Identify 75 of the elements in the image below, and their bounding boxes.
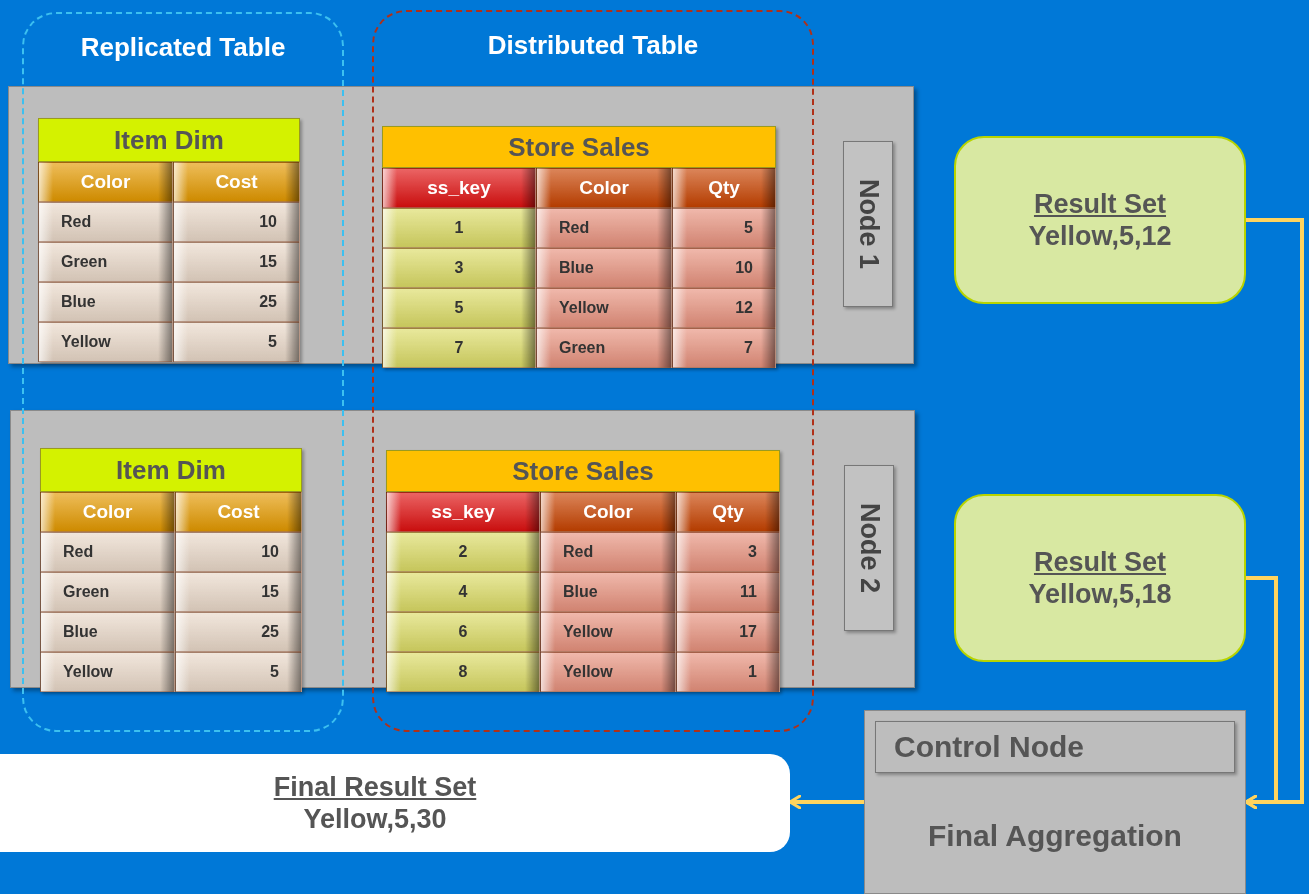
- result-heading: Final Result Set: [273, 770, 477, 803]
- region-title: Distributed Table: [486, 30, 700, 61]
- result-value: Yellow,5,18: [1028, 578, 1172, 611]
- table-title: Item Dim: [38, 118, 300, 162]
- table-cell: 5: [173, 322, 300, 362]
- table-title: Store Sales: [386, 450, 780, 492]
- table-cell: 1: [382, 208, 536, 248]
- table-cell: 5: [672, 208, 776, 248]
- table-cell: 11: [676, 572, 780, 612]
- table-cell: 15: [175, 572, 302, 612]
- result-box: [954, 494, 1246, 662]
- control-node-title: Control Node: [875, 721, 1235, 773]
- table-cell: 7: [672, 328, 776, 368]
- table-cell: Red: [536, 208, 672, 248]
- table-cell: Yellow: [38, 322, 173, 362]
- result-heading: Result Set: [1033, 187, 1166, 220]
- table-cell: 5: [175, 652, 302, 692]
- column-header: Cost: [173, 162, 300, 202]
- table-cell: 5: [382, 288, 536, 328]
- result-value: Yellow,5,12: [1028, 220, 1172, 253]
- table-cell: Blue: [536, 248, 672, 288]
- table-cell: 7: [382, 328, 536, 368]
- table-cell: Red: [40, 532, 175, 572]
- table-cell: Blue: [38, 282, 173, 322]
- table-cell: Yellow: [536, 288, 672, 328]
- table-cell: 8: [386, 652, 540, 692]
- table-cell: Blue: [540, 572, 676, 612]
- table-cell: 10: [672, 248, 776, 288]
- node-label: Node 2: [844, 465, 894, 631]
- aggregation-label: Final Aggregation: [927, 819, 1183, 853]
- table-cell: 15: [173, 242, 300, 282]
- column-header: Color: [540, 492, 676, 532]
- table-cell: Yellow: [40, 652, 175, 692]
- table-cell: 6: [386, 612, 540, 652]
- table-cell: 12: [672, 288, 776, 328]
- result-heading: Result Set: [1033, 545, 1166, 578]
- column-header: Color: [536, 168, 672, 208]
- table-cell: 3: [382, 248, 536, 288]
- table-cell: 2: [386, 532, 540, 572]
- node-label: Node 1: [843, 141, 893, 307]
- table-cell: Green: [38, 242, 173, 282]
- column-header: Cost: [175, 492, 302, 532]
- table-cell: Red: [540, 532, 676, 572]
- column-header: ss_key: [382, 168, 536, 208]
- control-node-box: [864, 710, 1246, 894]
- table-cell: Red: [38, 202, 173, 242]
- result-box: [954, 136, 1246, 304]
- table-cell: Green: [40, 572, 175, 612]
- final-result-box: [0, 754, 790, 852]
- data-table: [386, 450, 780, 692]
- column-header: Color: [40, 492, 175, 532]
- table-cell: Yellow: [540, 652, 676, 692]
- table-cell: 17: [676, 612, 780, 652]
- result-value: Yellow,5,30: [303, 803, 447, 836]
- data-table: [40, 448, 302, 692]
- table-cell: Blue: [40, 612, 175, 652]
- data-table: [38, 118, 300, 362]
- table-cell: 10: [173, 202, 300, 242]
- region-title: Replicated Table: [79, 32, 287, 63]
- table-cell: Green: [536, 328, 672, 368]
- table-cell: 25: [173, 282, 300, 322]
- table-cell: 1: [676, 652, 780, 692]
- table-title: Store Sales: [382, 126, 776, 168]
- table-cell: Yellow: [540, 612, 676, 652]
- table-title: Item Dim: [40, 448, 302, 492]
- data-table: [382, 126, 776, 368]
- table-cell: 4: [386, 572, 540, 612]
- column-header: Color: [38, 162, 173, 202]
- table-cell: 25: [175, 612, 302, 652]
- column-header: Qty: [672, 168, 776, 208]
- table-cell: 10: [175, 532, 302, 572]
- column-header: Qty: [676, 492, 780, 532]
- arrow: [1244, 576, 1278, 810]
- table-cell: 3: [676, 532, 780, 572]
- column-header: ss_key: [386, 492, 540, 532]
